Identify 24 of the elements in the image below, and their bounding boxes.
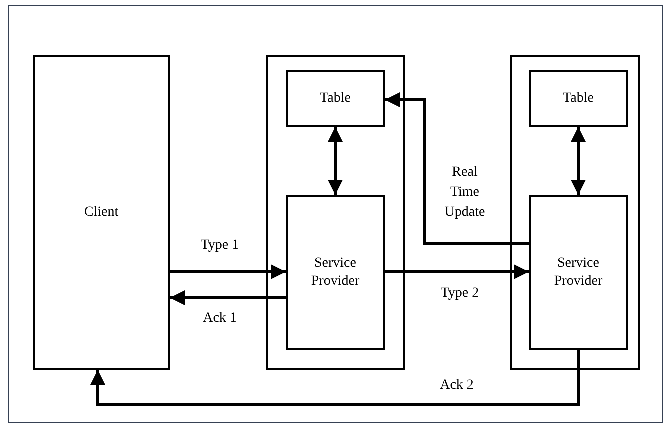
node-label: Client — [83, 204, 120, 222]
group-box — [266, 55, 405, 370]
arrow — [90, 350, 580, 406]
node-label: Service Provider — [553, 255, 604, 290]
node-label: Service Provider — [310, 255, 361, 290]
arrow — [328, 127, 343, 195]
edge-label: Ack 2 — [439, 377, 475, 395]
arrow — [170, 290, 286, 306]
edge-label: Type 1 — [200, 237, 240, 255]
service-box — [529, 195, 628, 350]
edge-label: Ack 1 — [202, 310, 238, 328]
group-box — [510, 55, 640, 370]
client-box — [33, 55, 170, 370]
node-label: Table — [319, 90, 352, 108]
arrow — [571, 127, 586, 195]
edge-label: Real Time Update — [444, 164, 486, 222]
arrow — [385, 92, 529, 246]
table-box — [529, 70, 628, 127]
edge-label: Type 2 — [440, 285, 480, 303]
arrow — [385, 264, 529, 280]
node-label: Table — [562, 90, 595, 108]
table-box — [286, 70, 385, 127]
arrow — [170, 264, 286, 280]
service-box — [286, 195, 385, 350]
